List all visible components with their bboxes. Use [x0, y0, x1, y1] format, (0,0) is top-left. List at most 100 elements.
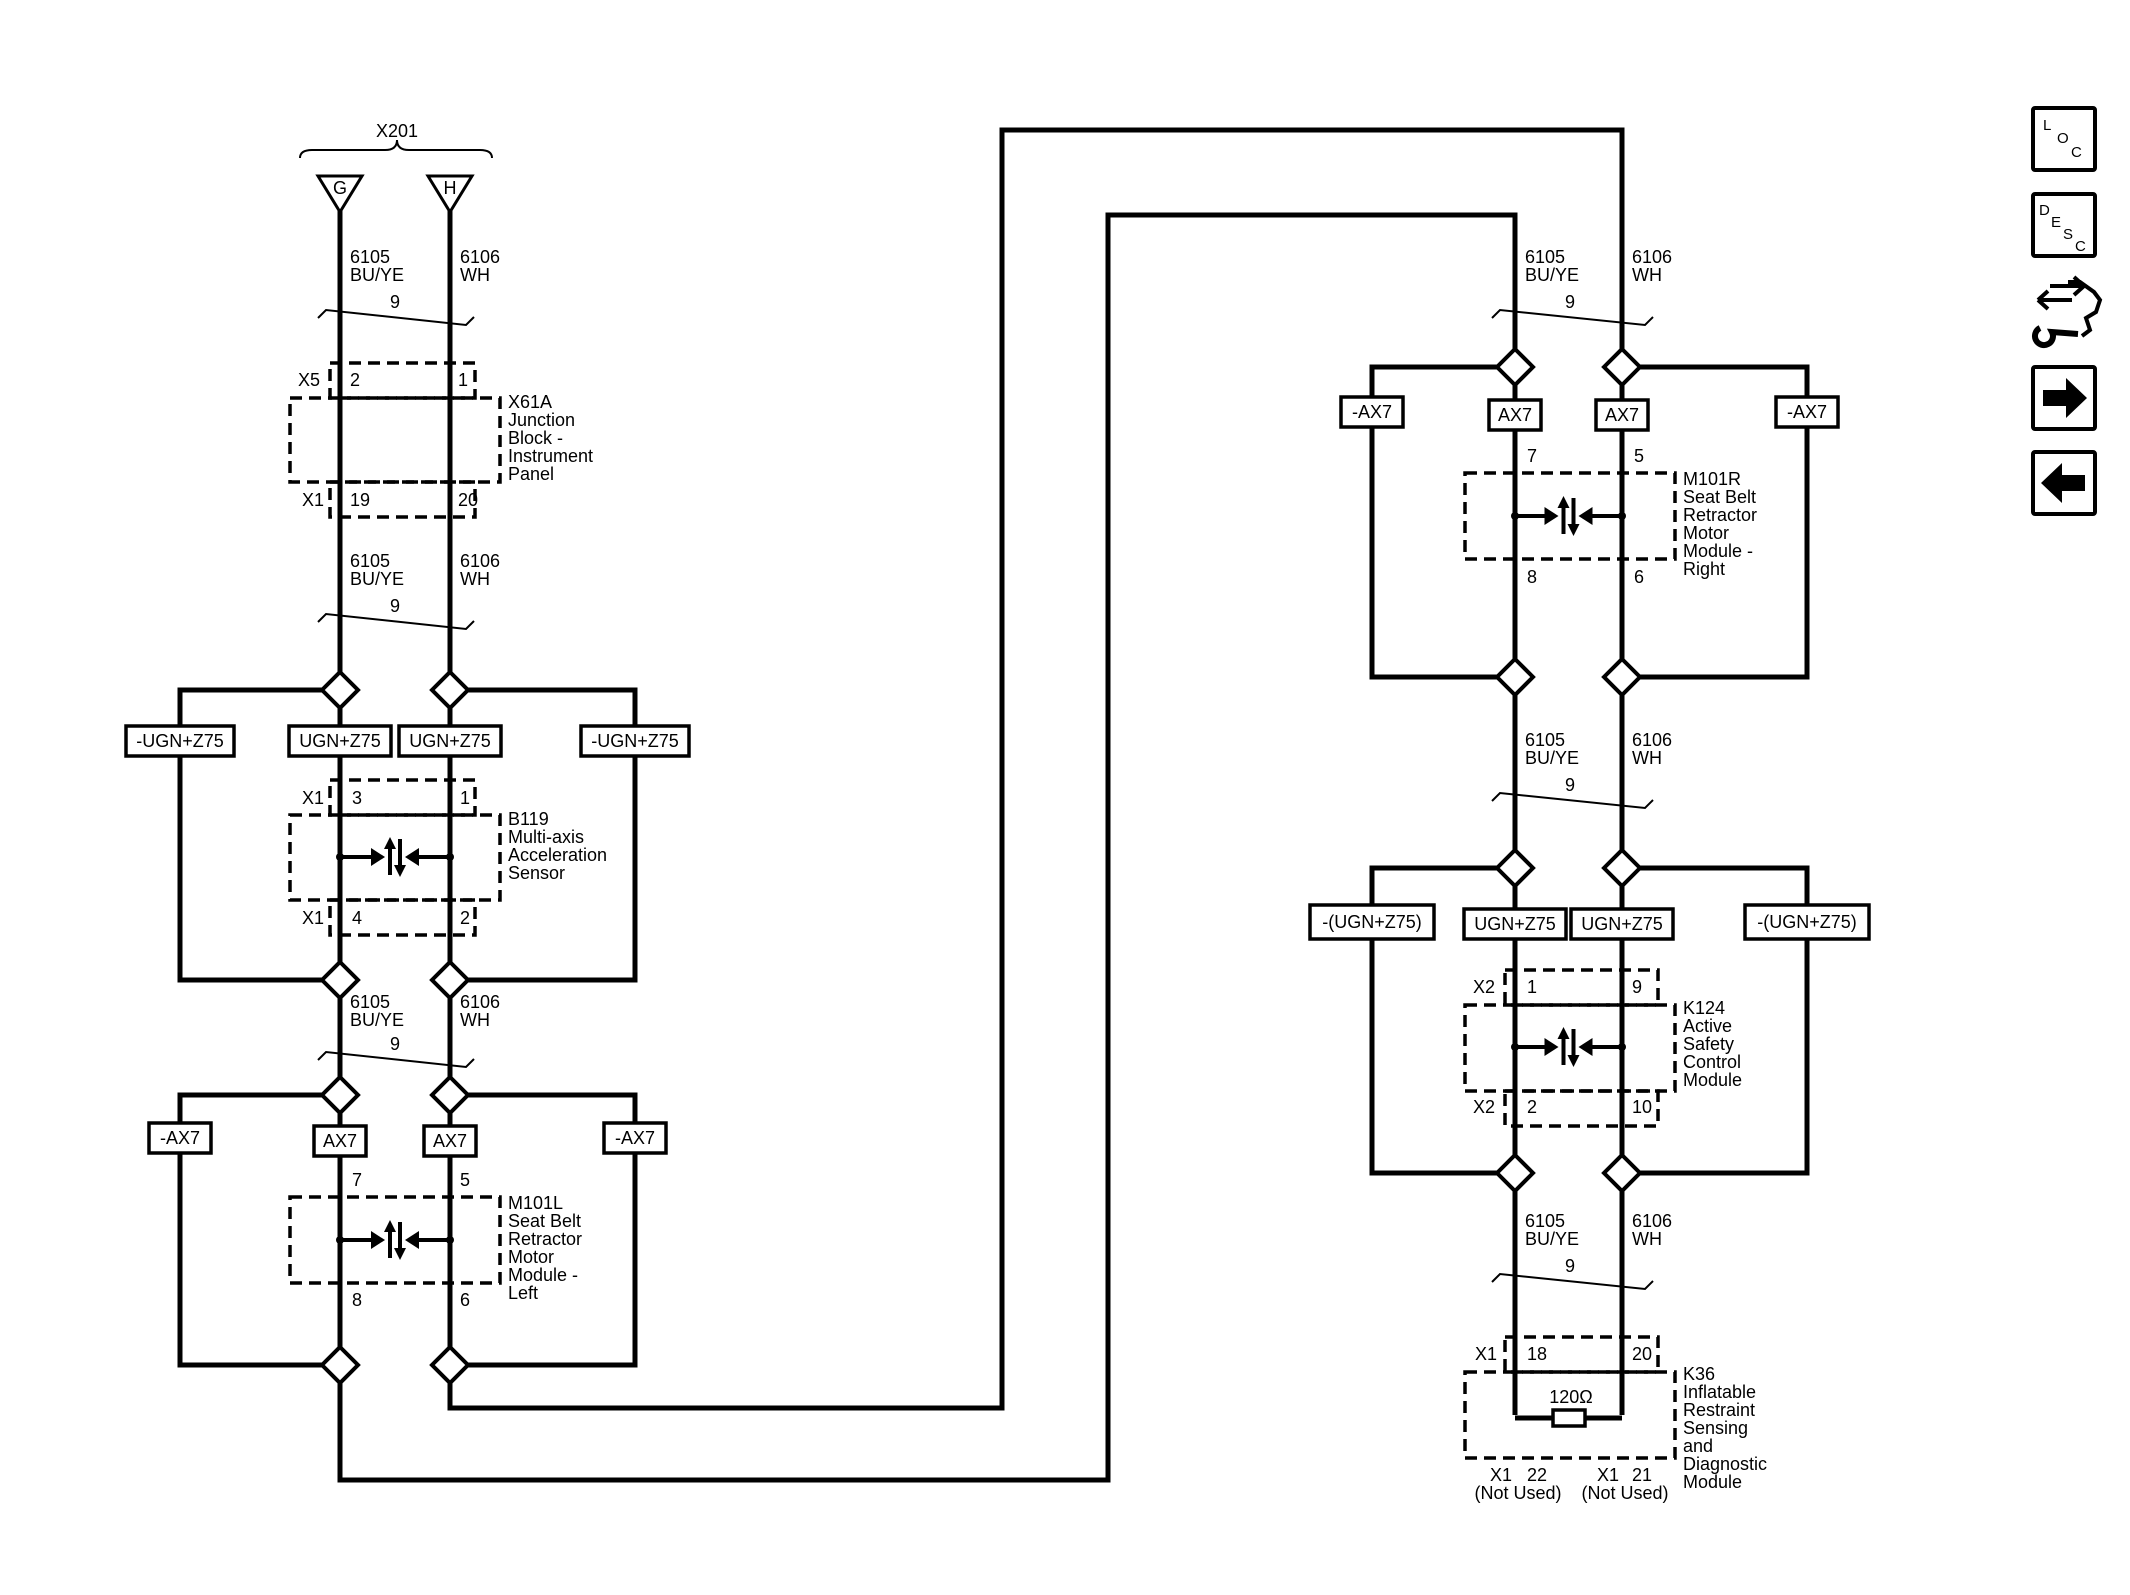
svg-text:O: O [2057, 130, 2069, 147]
wire-color-label: BU/YE [350, 569, 404, 589]
wire-circuit-label: 6105 [1525, 1211, 1565, 1231]
pin-label: 6 [460, 1290, 470, 1310]
connector-label: X1 [302, 908, 324, 928]
wire-color-label: WH [460, 569, 490, 589]
component-name: M101R Seat Belt Retractor Motor Module -… [1683, 469, 1762, 579]
twist-label: 9 [390, 596, 400, 616]
pin-label: 9 [1632, 977, 1642, 997]
wire-circuit-label: 6105 [350, 551, 390, 571]
svg-text:E: E [2051, 214, 2061, 231]
option-label: AX7 [433, 1131, 467, 1151]
option-boxes-b119: -UGN+Z75 UGN+Z75 UGN+Z75 -UGN+Z75 [124, 724, 691, 758]
pin-label: 3 [352, 788, 362, 808]
left-wire-labels: 6105 BU/YE 6106 WH 6105 BU/YE 6106 WH 61… [350, 247, 500, 1030]
option-label: UGN+Z75 [409, 731, 491, 751]
loc-icon: L O C [2043, 117, 2082, 161]
connector-label: X1 [1490, 1465, 1512, 1485]
loc-button[interactable]: L O C [2031, 106, 2097, 172]
twist-label: 9 [1565, 292, 1575, 312]
pin-label: 20 [458, 490, 478, 510]
connector-label: X5 [298, 370, 320, 390]
wire-color-label: BU/YE [350, 1010, 404, 1030]
component-name: K124 Active Safety Control Module [1683, 998, 1746, 1090]
twist-label: 9 [390, 292, 400, 312]
svg-text:D: D [2039, 202, 2050, 219]
m101l-module: 7 5 8 6 M101L Seat Belt Retractor Motor … [288, 1170, 582, 1310]
not-used-label: (Not Used) [1581, 1483, 1668, 1503]
option-label: -(UGN+Z75) [1322, 912, 1422, 932]
wire-circuit-label: 6106 [460, 992, 500, 1012]
pin-label: 22 [1527, 1465, 1547, 1485]
bidirectional-data-symbol [1511, 496, 1626, 536]
option-boxes-m101r: -AX7 AX7 AX7 -AX7 [1339, 395, 1840, 432]
pin-label: 2 [1527, 1097, 1537, 1117]
splice-diamond [1601, 1152, 1643, 1194]
bidirectional-data-symbol [336, 837, 454, 877]
splice-diamond [1494, 346, 1536, 388]
twist-label: 9 [1565, 1256, 1575, 1276]
option-label: UGN+Z75 [299, 731, 381, 751]
pin-g-label: G [333, 178, 347, 198]
pin-label: 20 [1632, 1344, 1652, 1364]
splice-diamond [1601, 346, 1643, 388]
component-name: X61A Junction Block - Instrument Panel [508, 392, 598, 484]
connector-label: X1 [302, 490, 324, 510]
pin-label: 5 [460, 1170, 470, 1190]
option-boxes-m101l: -AX7 AX7 AX7 -AX7 [147, 1121, 668, 1158]
wire-circuit-label: 6106 [1632, 247, 1672, 267]
option-label: -AX7 [1352, 402, 1392, 422]
option-label: AX7 [323, 1131, 357, 1151]
pin-label: 7 [352, 1170, 362, 1190]
splice-diamond [1494, 656, 1536, 698]
connector-label: X2 [1473, 977, 1495, 997]
pin-h-triangle [425, 174, 475, 215]
desc-button[interactable]: D E S C [2031, 192, 2097, 258]
splice-diamonds [319, 346, 1643, 1386]
twisted-pair-markers-right: 9 9 9 [1491, 292, 1654, 1291]
wire-circuit-label: 6106 [1632, 730, 1672, 750]
connector-label: X1 [1475, 1344, 1497, 1364]
wire-color-label: WH [1632, 265, 1662, 285]
pin-g-triangle [315, 174, 365, 215]
bidirectional-symbols [336, 496, 1626, 1260]
wire-color-label: WH [460, 1010, 490, 1030]
pin-label: 8 [1527, 567, 1537, 587]
connector-label: X1 [1597, 1465, 1619, 1485]
wire-circuit-label: 6106 [460, 247, 500, 267]
splice-diamond [319, 1074, 361, 1116]
next-button[interactable] [2031, 365, 2097, 431]
svg-text:L: L [2043, 117, 2051, 134]
component-name: K36 Inflatable Restraint Sensing and Dia… [1683, 1364, 1772, 1492]
option-label: -AX7 [160, 1128, 200, 1148]
resistor-value: 120Ω [1549, 1387, 1593, 1407]
previous-button[interactable] [2031, 450, 2097, 516]
option-label: -UGN+Z75 [136, 731, 224, 751]
wire-circuit-label: 6105 [350, 992, 390, 1012]
option-label: -AX7 [615, 1128, 655, 1148]
wire-color-label: BU/YE [350, 265, 404, 285]
splice-diamond [429, 669, 471, 711]
svg-text:S: S [2063, 226, 2073, 243]
bidirectional-data-symbol [336, 1220, 454, 1260]
splice-diamond [1601, 656, 1643, 698]
wire-circuit-label: 6106 [460, 551, 500, 571]
wire-color-label: WH [1632, 1229, 1662, 1249]
pin-label: 19 [350, 490, 370, 510]
option-label: AX7 [1605, 405, 1639, 425]
wire-circuit-label: 6105 [1525, 247, 1565, 267]
twisted-pair-markers-left: 9 9 9 [317, 292, 475, 1069]
x61a-junction-block: X5 2 1 X1 19 20 X61A Junction Block - In… [288, 361, 598, 519]
right-wire-labels: 6105 BU/YE 6106 WH 6105 BU/YE 6106 WH 61… [1525, 247, 1672, 1249]
k124-module: X2 1 9 X2 2 10 K124 Active Safety Contro… [1463, 968, 1746, 1128]
k36-module: 120Ω X1 18 20 X1 22 (Not Used) X1 21 (No… [1463, 1335, 1772, 1503]
x201-connector: X201 G H [299, 121, 493, 215]
not-used-label: (Not Used) [1474, 1483, 1561, 1503]
option-label: UGN+Z75 [1581, 914, 1663, 934]
wire-color-label: WH [1632, 748, 1662, 768]
splice-diamond [1601, 847, 1643, 889]
option-label: -UGN+Z75 [591, 731, 679, 751]
vehicle-repair-button[interactable] [2032, 275, 2103, 349]
pin-label: 18 [1527, 1344, 1547, 1364]
arrow-right-icon [2043, 378, 2087, 418]
